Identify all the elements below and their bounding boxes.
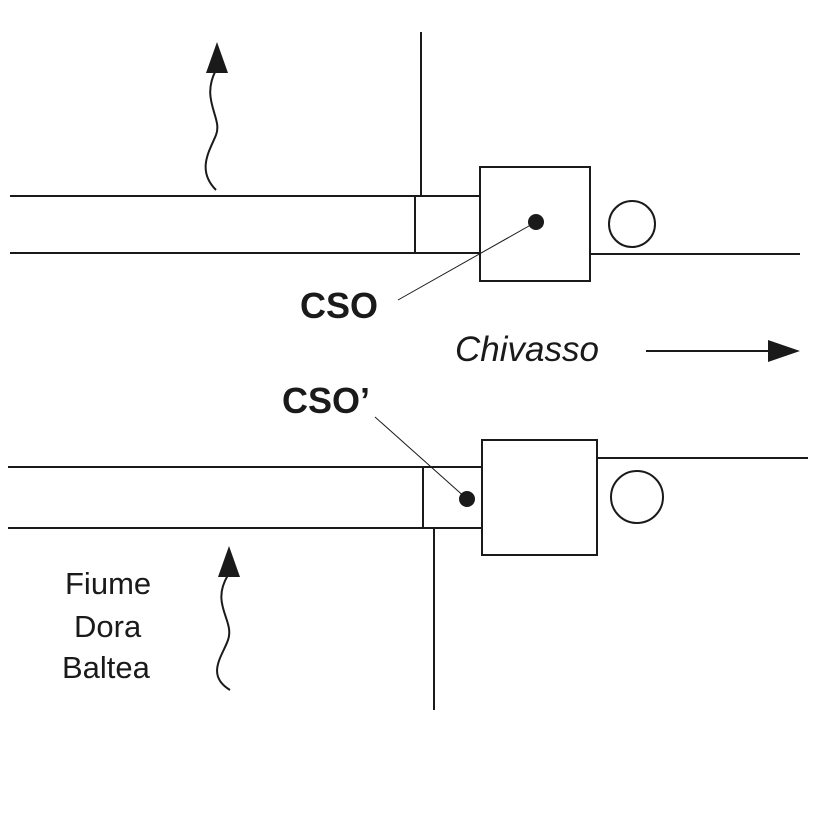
river-label-line-2: Dora: [74, 609, 142, 644]
upper-river-arrowhead-icon: [206, 42, 228, 73]
lower-chamber-box: [481, 439, 598, 556]
chivasso-arrowhead-icon: [768, 340, 800, 362]
cso-leader-line: [397, 221, 537, 301]
lower-river-flow-icon: [216, 574, 231, 691]
cso-prime-leader-line: [374, 416, 468, 500]
direction-indicator: Chivasso: [455, 330, 800, 369]
upper-section: CSO: [10, 32, 800, 326]
upper-chamber-box: [479, 166, 591, 282]
cso-prime-label: CSO’: [282, 380, 370, 421]
lower-section: CSO’ Fiume Dora Baltea: [8, 380, 808, 710]
lower-river-arrowhead-icon: [218, 546, 240, 577]
river-label-line-1: Fiume: [65, 566, 151, 601]
upper-manhole-circle: [608, 200, 656, 248]
river-label-line-3: Baltea: [62, 650, 151, 685]
upper-river-flow-icon: [204, 69, 219, 191]
chivasso-label: Chivasso: [455, 330, 599, 369]
lower-manhole-circle: [610, 470, 664, 524]
cso-label: CSO: [300, 285, 378, 326]
